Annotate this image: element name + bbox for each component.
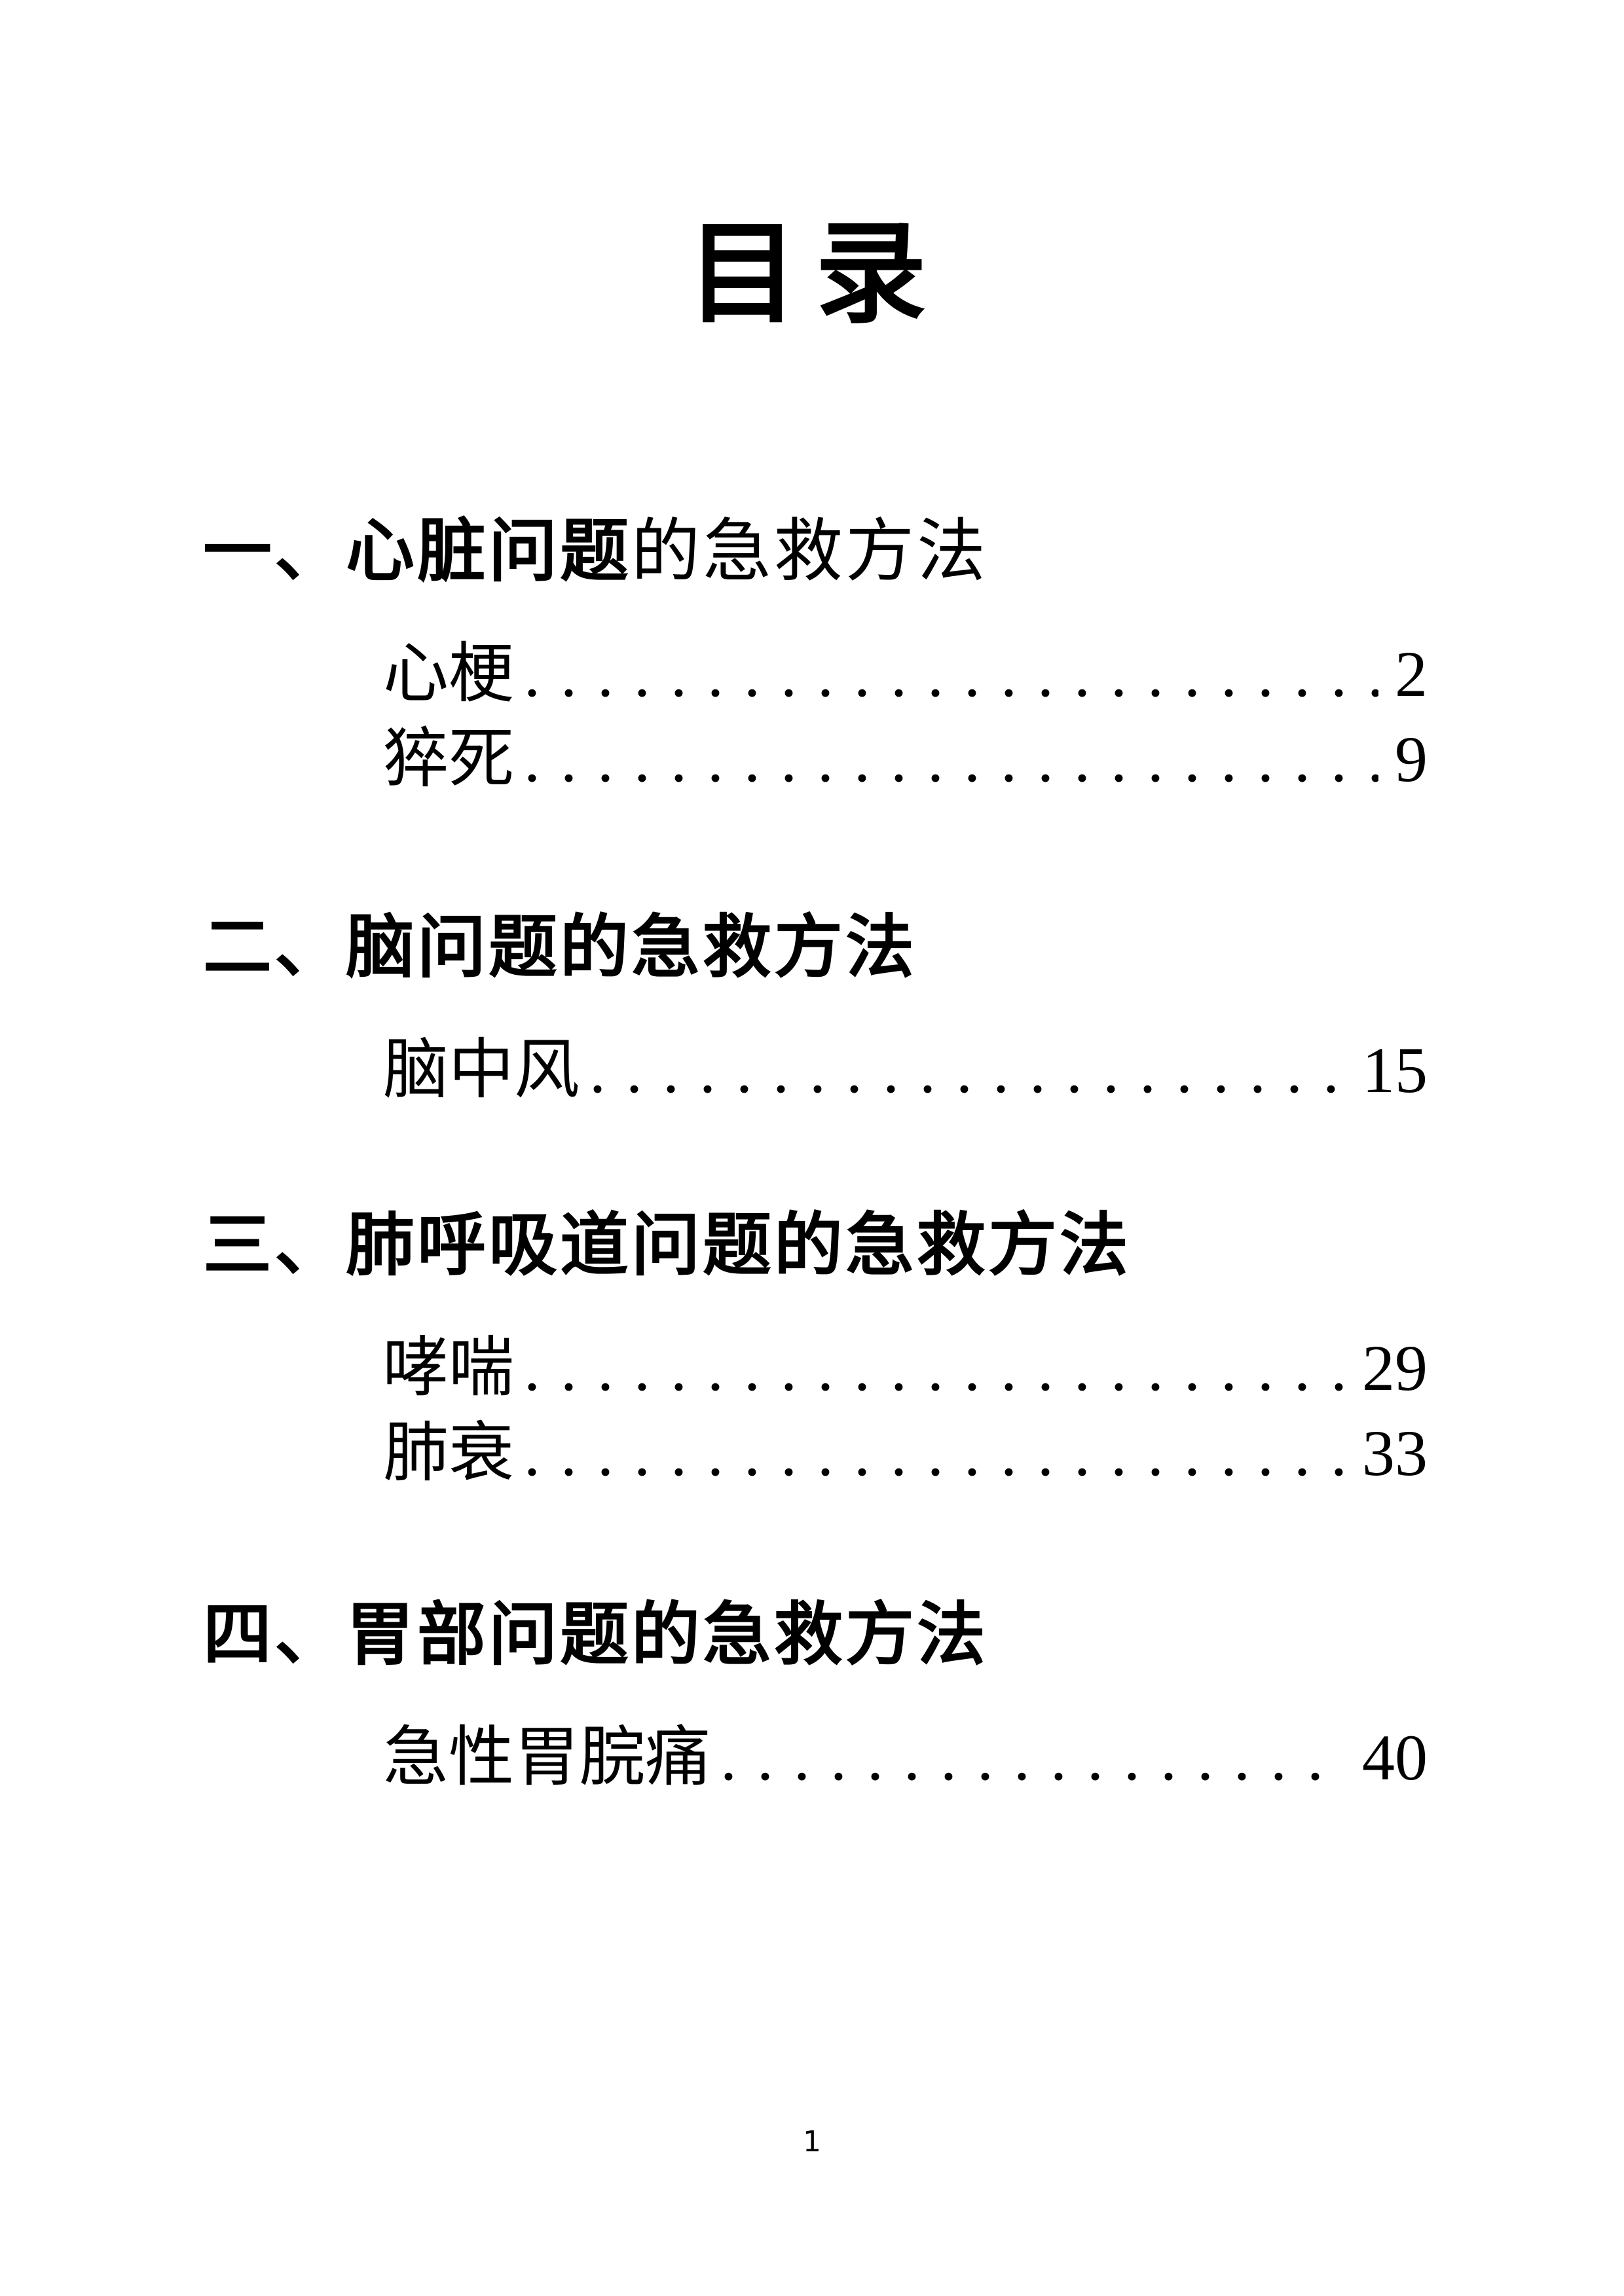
toc-entry: 急性胃脘痛 40 [383,1715,1428,1800]
section-3-title-bold: 肺呼吸道问题的急救方法 [346,1207,1132,1284]
toc-entry-page-number: 15 [1362,1034,1428,1106]
toc-entry: 肺衰 33 [383,1411,1428,1496]
toc-section-1: 一、心脏问题的急救方法 心梗 2 猝死 9 [203,517,1428,802]
toc-section-4: 四、胃部问题的急救方法 急性胃脘痛 40 [203,1601,1428,1800]
section-2-heading: 二、脑问题的急救方法 [203,913,1428,982]
toc-entry-page-number: 29 [1362,1332,1428,1404]
section-3-entries: 哮喘 29 肺衰 33 [203,1326,1428,1496]
toc-entry-page-number: 2 [1395,638,1428,710]
toc-section-2: 二、脑问题的急救方法 脑中风 15 [203,913,1428,1113]
dot-leader [524,717,1378,802]
dot-leader [524,1411,1346,1496]
section-1-entries: 心梗 2 猝死 9 [203,632,1428,802]
toc-entry-page-number: 33 [1362,1417,1428,1489]
section-4-entries: 急性胃脘痛 40 [203,1715,1428,1800]
toc-entry-label: 心梗 [383,638,514,710]
section-1-number: 一、 [203,513,346,590]
section-2-entries: 脑中风 15 [203,1028,1428,1113]
toc-entry-label: 肺衰 [383,1417,514,1489]
section-3-heading: 三、肺呼吸道问题的急救方法 [203,1211,1428,1280]
section-1-title-regular: 的急救方法 [631,513,989,590]
section-2-number: 二、 [203,909,346,986]
section-2-title-bold: 脑问题的急救方法 [346,909,917,986]
toc-page-content: 目录 一、心脏问题的急救方法 心梗 2 猝死 9 二、脑问题的急救方法 脑中风 [0,0,1624,1800]
section-4-heading: 四、胃部问题的急救方法 [203,1601,1428,1669]
toc-entry-page-number: 9 [1395,723,1428,795]
section-4-title-bold: 胃部问题的急救方法 [346,1597,989,1673]
toc-entry-label: 急性胃脘痛 [383,1721,710,1794]
toc-entry-label: 猝死 [383,723,514,795]
toc-section-3: 三、肺呼吸道问题的急救方法 哮喘 29 肺衰 33 [203,1211,1428,1496]
toc-entry: 脑中风 15 [383,1028,1428,1113]
toc-entry-page-number: 40 [1362,1721,1428,1794]
section-1-heading: 一、心脏问题的急救方法 [203,517,1428,586]
toc-entry: 哮喘 29 [383,1326,1428,1411]
dot-leader [524,1326,1346,1411]
section-4-number: 四、 [203,1597,346,1673]
dot-leader [524,632,1378,717]
dot-leader [720,1715,1346,1800]
section-3-number: 三、 [203,1207,346,1284]
toc-entry: 猝死 9 [383,717,1428,802]
page-number-footer: 1 [803,2125,821,2159]
toc-entry-label: 哮喘 [383,1332,514,1404]
section-1-title-bold: 心脏问题 [346,513,632,590]
toc-entry-label: 脑中风 [383,1034,580,1106]
dot-leader [589,1028,1346,1113]
toc-entry: 心梗 2 [383,632,1428,717]
page-title: 目录 [686,213,944,337]
